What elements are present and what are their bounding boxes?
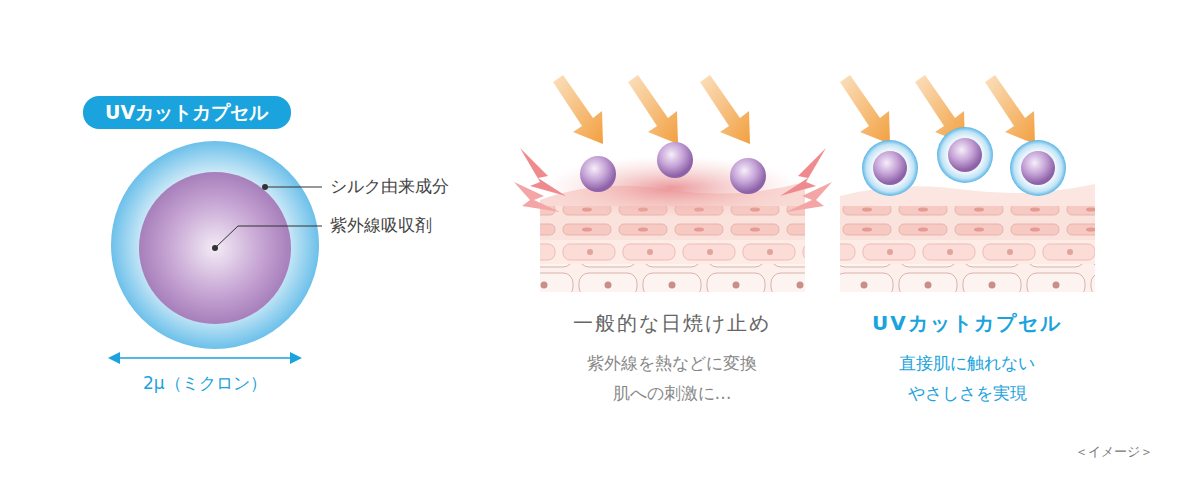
panel-title: UVカットカプセル bbox=[872, 310, 1062, 337]
panel-note: 直接肌に触れない やさしさを実現 bbox=[867, 348, 1067, 408]
part-label: 紫外線吸収剤 bbox=[330, 214, 432, 237]
title-badge: UVカットカプセル bbox=[83, 96, 291, 129]
badge-text: UVカットカプセル bbox=[105, 96, 268, 129]
part-label: シルク由来成分 bbox=[330, 175, 449, 198]
note: ＜イメージ＞ bbox=[1075, 443, 1153, 461]
panel-title: 一般的な日焼け止め bbox=[573, 310, 771, 337]
panel-note: 紫外線を熱などに変換 肌への刺激に… bbox=[557, 348, 787, 408]
dimension-label: 2μ（ミクロン） bbox=[143, 372, 267, 395]
